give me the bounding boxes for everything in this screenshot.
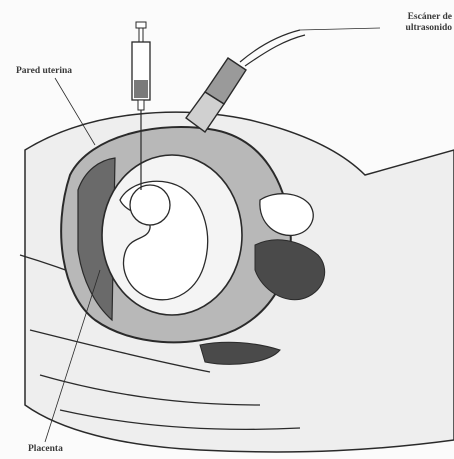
scanner-label-line1: Escáner de [406, 12, 452, 23]
uterine-wall-label: Pared uterina [16, 66, 72, 77]
scanner-leader-line [300, 28, 380, 30]
placenta-label: Placenta [28, 444, 63, 455]
fetus-head [130, 185, 170, 225]
ultrasound-scanner-label: Escáner de ultrasonido [406, 12, 452, 34]
ultrasound-scanner [186, 30, 305, 132]
scanner-label-line2: ultrasonido [406, 23, 452, 34]
